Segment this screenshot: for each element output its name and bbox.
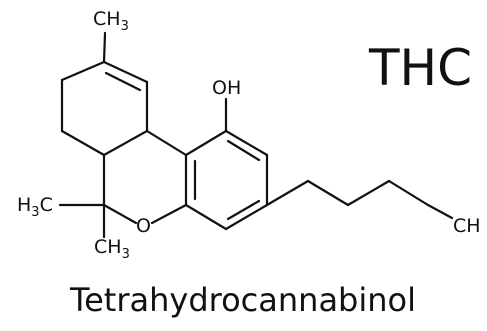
ring-oxygen-label: O	[136, 215, 151, 237]
molecule-abbreviation: THC	[368, 39, 472, 97]
molecule-name-caption: Tetrahydrocannabinol	[69, 281, 416, 319]
bond	[226, 139, 261, 162]
methyl-top-label: CH3	[93, 8, 129, 34]
bond	[104, 71, 142, 92]
bond	[102, 129, 149, 157]
bond	[426, 203, 454, 220]
bond	[150, 203, 188, 225]
bond	[224, 203, 269, 231]
methyl-bottom-label: CH3	[94, 236, 130, 262]
bond	[224, 129, 269, 157]
bond	[102, 31, 107, 64]
bond	[306, 179, 350, 207]
bond	[60, 129, 106, 157]
bond	[102, 203, 138, 225]
bond	[226, 199, 261, 221]
hydroxyl-label: OH	[212, 77, 241, 99]
bond	[60, 60, 106, 82]
bond	[346, 179, 391, 207]
bond	[102, 60, 149, 84]
bond	[145, 129, 188, 157]
bond	[184, 203, 228, 231]
bond	[265, 179, 310, 207]
chain-end-label: CH	[453, 215, 481, 237]
bond	[387, 179, 430, 207]
molecule-bonds	[58, 31, 454, 239]
bond	[184, 129, 228, 157]
methyl-left-label: H3C	[17, 194, 53, 220]
